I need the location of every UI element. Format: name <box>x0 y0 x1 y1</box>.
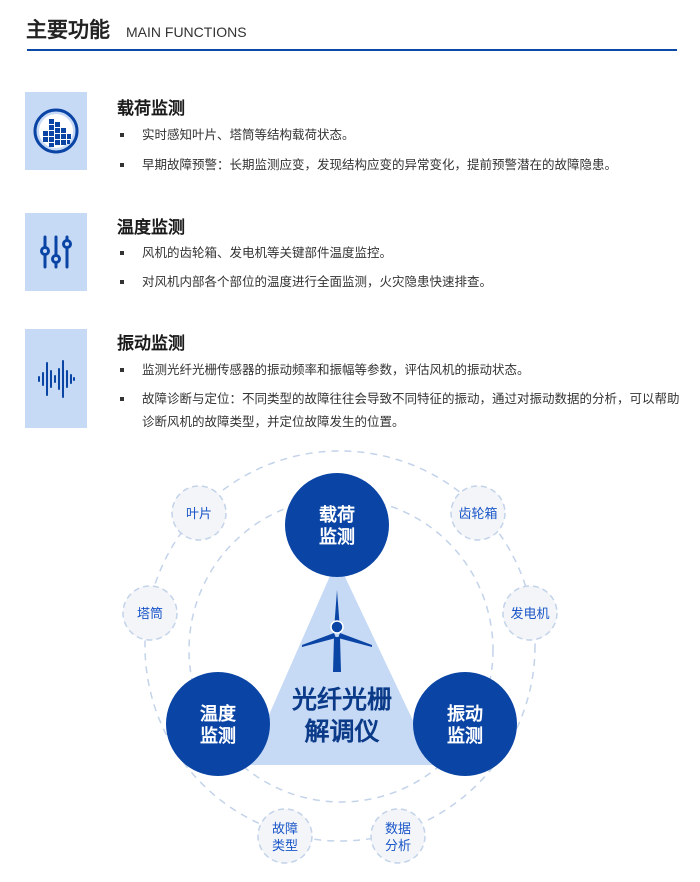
main-node-label: 载荷 <box>319 504 355 526</box>
component-node-label: 类型 <box>272 839 298 854</box>
wind-turbine-icon <box>302 590 372 672</box>
center-title-line1: 光纤光栅 <box>291 685 392 714</box>
component-node: 故障类型 <box>257 808 313 864</box>
component-node-label: 故障 <box>272 822 298 837</box>
component-node-label: 齿轮箱 <box>458 506 497 522</box>
section-header: 主要功能 MAIN FUNCTIONS <box>26 14 247 44</box>
component-node-circle <box>502 585 558 641</box>
main-node-vibration: 振动监测 <box>413 672 517 776</box>
component-node-circle <box>450 485 506 541</box>
function-diagram: 光纤光栅 解调仪 载荷监测温度监测振动监测 叶片齿轮箱塔筒发电机故障类型数据分析 <box>122 450 558 864</box>
component-node-label: 叶片 <box>186 507 212 522</box>
bullet-item: 早期故障预警：长期监测应变，发现结构应变的异常变化，提前预警潜在的故障隐患。 <box>120 153 680 176</box>
component-node: 塔筒 <box>122 585 178 641</box>
feature-title: 温度监测 <box>117 218 185 238</box>
main-node-circle <box>166 672 270 776</box>
main-node-label: 振动 <box>447 703 483 725</box>
component-node-label: 发电机 <box>510 606 549 622</box>
main-node-label: 监测 <box>447 725 483 747</box>
sliders-icon <box>25 213 87 291</box>
component-node-label: 数据 <box>385 822 411 837</box>
main-node-label: 监测 <box>200 725 236 747</box>
center-title-line2: 解调仪 <box>304 717 380 746</box>
sound-wave-icon <box>25 329 87 428</box>
main-node-circle <box>413 672 517 776</box>
feature-title: 载荷监测 <box>117 99 185 119</box>
bullet-item: 故障诊断与定位：不同类型的故障往往会导致不同特征的振动，通过对振动数据的分析，可… <box>120 387 680 433</box>
header-divider <box>27 49 677 51</box>
main-node-load: 载荷监测 <box>285 473 389 577</box>
load-chart-icon <box>25 92 87 170</box>
page-title: 主要功能 <box>26 18 110 42</box>
main-node-label: 温度 <box>200 703 237 725</box>
component-node: 齿轮箱 <box>450 485 506 541</box>
main-node-label: 监测 <box>319 526 355 548</box>
component-node-circle <box>370 808 426 864</box>
bullet-item: 实时感知叶片、塔筒等结构载荷状态。 <box>120 123 680 146</box>
component-node-label: 塔筒 <box>137 606 163 622</box>
component-node-circle <box>171 485 227 541</box>
component-node: 叶片 <box>171 485 227 541</box>
component-node-circle <box>257 808 313 864</box>
component-node: 发电机 <box>502 585 558 641</box>
feature-title: 振动监测 <box>117 334 185 354</box>
bullet-item: 风机的齿轮箱、发电机等关键部件温度监控。 <box>120 241 680 264</box>
page-subtitle: MAIN FUNCTIONS <box>126 24 247 40</box>
component-node-circle <box>122 585 178 641</box>
component-node-label: 分析 <box>385 839 411 854</box>
bullet-item: 对风机内部各个部位的温度进行全面监测，火灾隐患快速排查。 <box>120 270 680 293</box>
bullet-item: 监测光纤光栅传感器的振动频率和振幅等参数，评估风机的振动状态。 <box>120 358 680 381</box>
main-node-circle <box>285 473 389 577</box>
main-node-temperature: 温度监测 <box>166 672 270 776</box>
outer-dashed-ring <box>144 450 536 842</box>
